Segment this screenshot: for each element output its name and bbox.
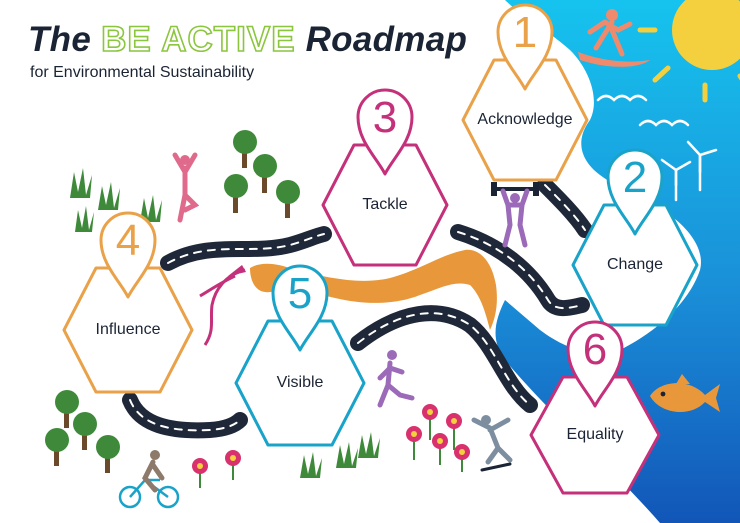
step-hexagon <box>62 266 194 394</box>
step-number: 1 <box>513 8 537 57</box>
step-number: 2 <box>623 153 647 202</box>
step-label-2: Change <box>606 256 664 273</box>
step-label-1: Acknowledge <box>477 111 573 128</box>
fish-icon <box>650 374 720 413</box>
wave-lines-icon <box>596 94 690 127</box>
map-pin-icon <box>356 88 414 176</box>
step-hexagon <box>234 319 366 447</box>
step-marker-3: 3 <box>321 88 449 267</box>
step-label-6: Equality <box>566 426 624 443</box>
step-hexagon <box>571 203 699 327</box>
map-pin-icon <box>271 264 329 352</box>
sun-icon <box>637 0 740 103</box>
runner-icon <box>377 350 415 408</box>
map-pin-icon <box>606 148 664 236</box>
grass-icon-group <box>70 168 380 478</box>
step-marker-5: 5 <box>234 264 366 447</box>
tree-icon-group-bottom <box>45 390 120 473</box>
river <box>250 249 497 330</box>
wind-turbine-icon <box>660 140 718 202</box>
step-hexagon <box>529 375 661 495</box>
cyclist-icon <box>118 450 180 509</box>
step-number: 5 <box>288 269 312 318</box>
step-marker-6: 6 <box>529 320 661 495</box>
river-branch <box>199 268 246 346</box>
yoga-person-icon <box>172 152 200 223</box>
road-segments <box>122 177 593 439</box>
map-pin-icon <box>99 211 157 299</box>
step-marker-1: 1 <box>461 3 589 182</box>
step-label-5: Visible <box>276 374 324 391</box>
step-number: 6 <box>583 325 607 374</box>
step-hexagon <box>321 143 449 267</box>
skateboarder-icon <box>471 415 513 472</box>
step-hexagon <box>461 58 589 182</box>
page-title: The BE ACTIVE Roadmap <box>28 19 468 60</box>
tree-icon-group-top <box>224 130 300 218</box>
map-pin-icon <box>566 320 624 408</box>
surfer-icon <box>578 9 650 67</box>
step-number: 4 <box>116 216 140 265</box>
page-subtitle: for Environmental Sustainability <box>30 64 255 81</box>
step-number: 3 <box>373 93 397 142</box>
step-markers: 1 2 3 4 5 6 <box>62 3 699 495</box>
step-marker-2: 2 <box>571 148 699 327</box>
step-marker-4: 4 <box>62 211 194 394</box>
step-label-3: Tackle <box>362 196 408 213</box>
weightlifter-icon <box>491 182 539 248</box>
flower-icon-group <box>192 404 470 488</box>
map-pin-icon <box>496 3 554 91</box>
step-label-4: Influence <box>95 321 161 338</box>
